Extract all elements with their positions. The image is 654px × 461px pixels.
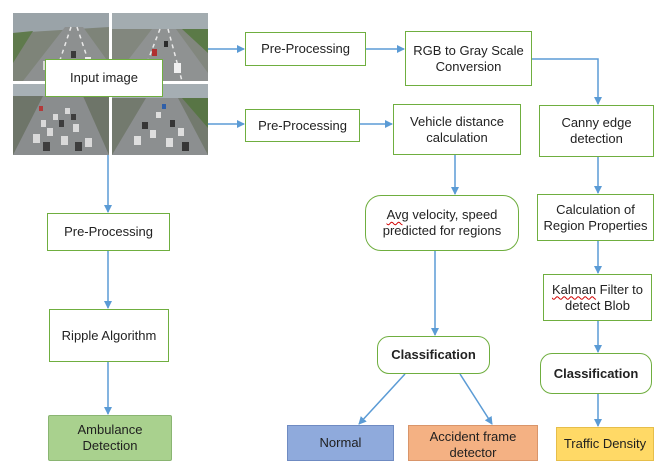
vehicle-distance-node: Vehicle distance calculation: [393, 104, 521, 155]
preprocessing-left-node: Pre-Processing: [47, 213, 170, 251]
input-image-label: Input image: [45, 59, 163, 97]
traffic-density-text: Traffic Density: [563, 436, 647, 451]
preprocessing-mid-node: Pre-Processing: [245, 109, 360, 142]
ambulance-detection-text: Ambulance Detection: [77, 422, 143, 453]
kalman-rest: Filter to detect Blob: [564, 281, 644, 313]
classification-right-node: Classification: [540, 353, 652, 394]
preprocessing-top-node: Pre-Processing: [245, 32, 366, 66]
input-image-text: Input image: [70, 70, 138, 85]
region-properties-node: Calculation of Region Properties: [537, 194, 654, 241]
avg-velocity-rest: velocity, speed predicted for regions: [382, 207, 502, 238]
region-properties-text: Calculation of Region Properties: [543, 201, 648, 233]
preprocessing-top-text: Pre-Processing: [261, 41, 350, 56]
rgb-to-gray-text: RGB to Gray Scale Conversion: [413, 42, 524, 74]
traffic-density-node: Traffic Density: [556, 427, 654, 461]
kalman-filter-text: Kalman Filter to detect Blob: [544, 282, 651, 314]
classification-mid-node: Classification: [377, 336, 490, 374]
road-photo-bottom-right: [112, 84, 208, 155]
preprocessing-left-text: Pre-Processing: [64, 224, 153, 239]
arrow-rgb-to-canny: [532, 58, 602, 105]
accident-frame-node: Accident frame detector: [408, 425, 538, 461]
kalman-filter-node: Kalman Filter to detect Blob: [543, 274, 652, 321]
canny-edge-text: Canny edge detection: [561, 115, 632, 146]
vehicle-distance-text: Vehicle distance calculation: [410, 113, 504, 145]
arrow-classification-to-accident: [459, 373, 493, 425]
ambulance-detection-node: Ambulance Detection: [48, 415, 172, 461]
ripple-algorithm-text: Ripple Algorithm: [61, 327, 157, 343]
avg-velocity-node: Avg velocity, speed predicted for region…: [365, 195, 519, 251]
classification-mid-text: Classification: [391, 347, 476, 362]
canny-edge-node: Canny edge detection: [539, 105, 654, 157]
classification-right-text: Classification: [553, 365, 639, 381]
preprocessing-mid-text: Pre-Processing: [258, 117, 347, 133]
accident-frame-text: Accident frame detector: [429, 429, 517, 460]
avg-velocity-text: Avg velocity, speed predicted for region…: [366, 207, 518, 239]
rgb-to-gray-node: RGB to Gray Scale Conversion: [405, 31, 532, 86]
ripple-algorithm-node: Ripple Algorithm: [49, 309, 169, 362]
avg-velocity-word: Avg: [386, 207, 409, 222]
arrow-classification-to-normal: [358, 373, 406, 425]
normal-text: Normal: [319, 435, 362, 450]
kalman-word: Kalman: [551, 281, 597, 297]
normal-node: Normal: [287, 425, 394, 461]
